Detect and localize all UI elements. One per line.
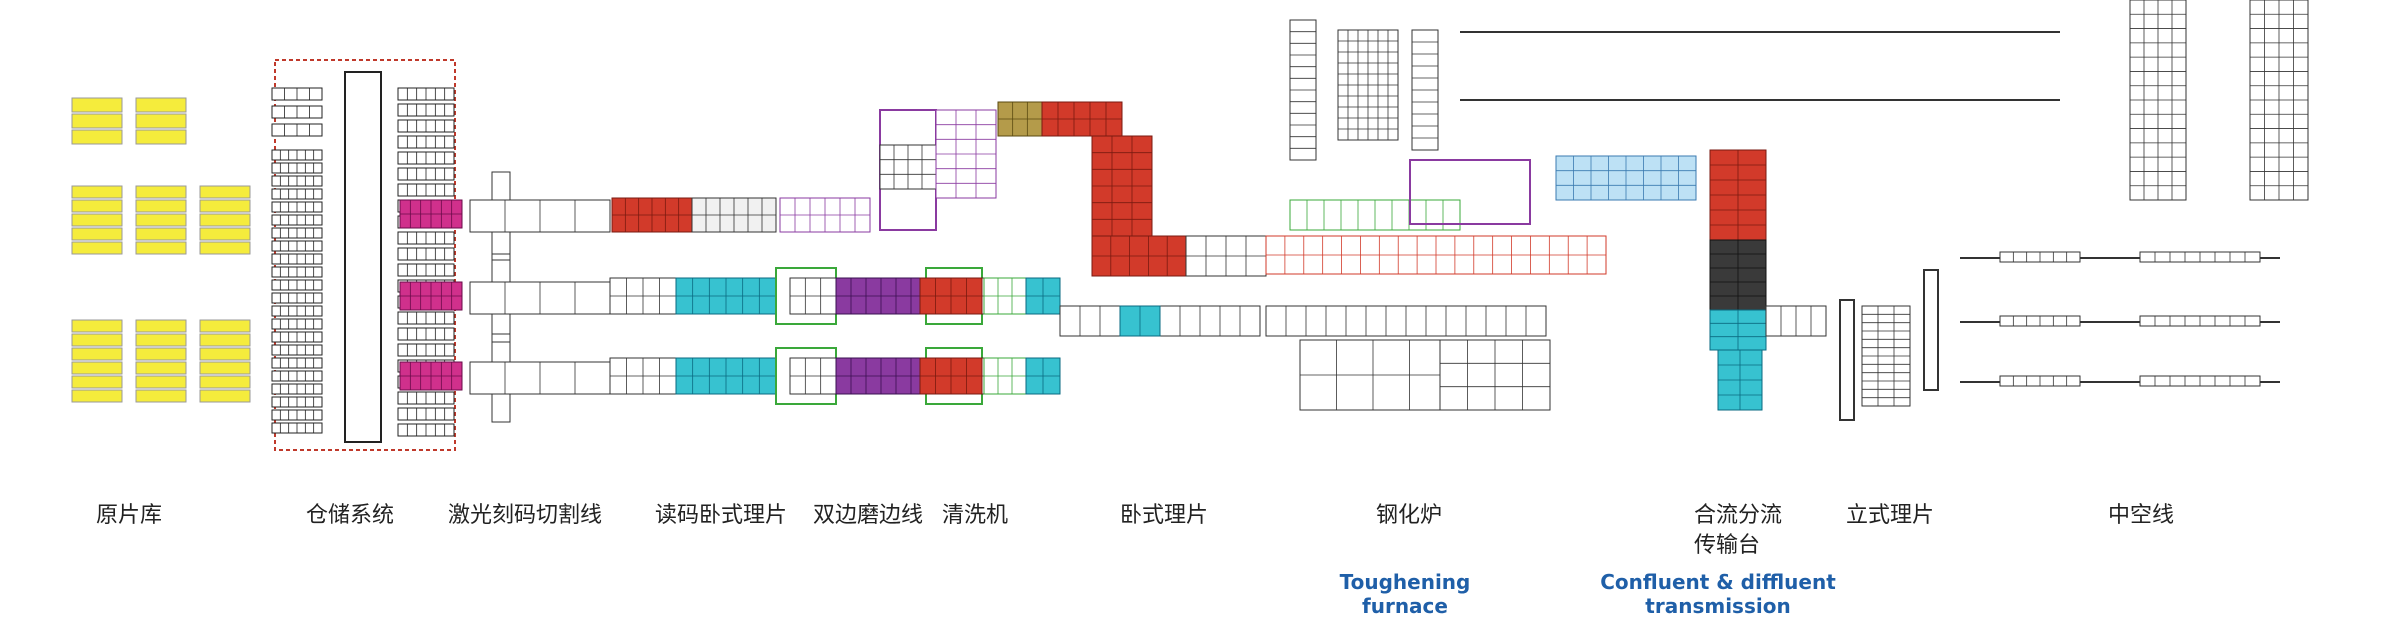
yellow-rack [135, 199, 187, 213]
furnace-control [1409, 159, 1531, 225]
yellow-rack [71, 113, 123, 129]
yellow-rack [71, 185, 123, 199]
raw-glass-storage [71, 97, 251, 403]
yellow-rack [135, 361, 187, 375]
yellow-rack [71, 333, 123, 347]
label-furnace-cn: 钢化炉 [1376, 503, 1443, 528]
yellow-rack [71, 361, 123, 375]
horizontal-sorting [1059, 235, 1267, 337]
yellow-rack [199, 347, 251, 361]
label-confluent-en-line2: transmission [1645, 594, 1791, 618]
yellow-rack [199, 185, 251, 199]
label-confluent-cn-2: 传输台 [1694, 533, 1761, 558]
yellow-rack [71, 213, 123, 227]
yellow-rack [199, 227, 251, 241]
yellow-rack [135, 97, 187, 113]
label-laser-cutting: 激光刻码切割线 [448, 503, 603, 528]
yellow-rack [199, 333, 251, 347]
yellow-rack [135, 375, 187, 389]
label-confluent-cn-1: 合流分流 [1694, 503, 1783, 528]
label-double-edging: 双边磨边线 [813, 503, 924, 528]
yellow-rack [135, 227, 187, 241]
confluent-transmission [1709, 149, 1827, 411]
vertical-post [1839, 299, 1855, 421]
yellow-rack [135, 333, 187, 347]
yellow-rack [199, 361, 251, 375]
label-confluent-en-line1: Confluent & diffluent [1600, 570, 1836, 594]
yellow-rack [199, 241, 251, 255]
storage-system [271, 59, 456, 451]
yellow-rack [135, 185, 187, 199]
label-insulating-line: 中空线 [2108, 503, 2175, 528]
yellow-rack [135, 241, 187, 255]
yellow-rack [199, 389, 251, 403]
upper-process-line [611, 101, 1153, 237]
yellow-rack [71, 319, 123, 333]
label-furnace-en-line2: furnace [1362, 594, 1448, 618]
top-conveyors [1289, 0, 2309, 201]
yellow-rack [135, 129, 187, 145]
yellow-rack [71, 97, 123, 113]
yellow-rack [71, 199, 123, 213]
yellow-rack [199, 375, 251, 389]
yellow-rack [71, 375, 123, 389]
yellow-rack [71, 227, 123, 241]
label-furnace-en: Toughening furnace [1330, 570, 1480, 618]
label-vertical-sort: 立式理片 [1846, 503, 1935, 528]
label-confluent-en: Confluent & diffluent transmission [1598, 570, 1838, 618]
label-horizontal-sort: 卧式理片 [1120, 503, 1209, 528]
lower-process-lines [609, 267, 1061, 405]
vertical-post [1923, 269, 1939, 391]
vertical-sorting [1839, 269, 1939, 421]
yellow-rack [199, 199, 251, 213]
label-code-horizontal-sort: 读码卧式理片 [655, 503, 788, 528]
yellow-rack [71, 129, 123, 145]
yellow-rack [71, 389, 123, 403]
label-furnace-en-line1: Toughening [1339, 570, 1471, 594]
label-raw-glass: 原片库 [96, 503, 163, 528]
yellow-rack [135, 319, 187, 333]
label-washer: 清洗机 [942, 503, 1009, 528]
yellow-rack [135, 113, 187, 129]
toughening-furnace [1265, 155, 1697, 411]
yellow-rack [135, 213, 187, 227]
yellow-rack [199, 213, 251, 227]
yellow-rack [199, 319, 251, 333]
yellow-rack [71, 347, 123, 361]
yellow-rack [135, 347, 187, 361]
yellow-rack [135, 389, 187, 403]
laser-cutting-lines [399, 171, 611, 423]
yellow-rack [71, 241, 123, 255]
insulating-glass-lines [1960, 251, 2280, 387]
label-storage-system: 仓储系统 [306, 503, 395, 528]
